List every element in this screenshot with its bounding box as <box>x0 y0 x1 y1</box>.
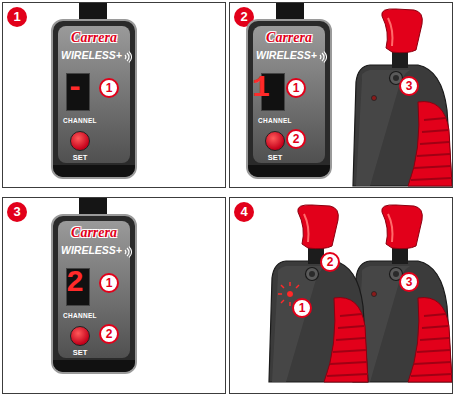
brand-logo: Carrera <box>248 30 330 46</box>
step-number: 1 <box>7 7 27 27</box>
wireless-waves <box>318 51 327 63</box>
brand-wordmark: WIRELESS+ <box>61 49 122 61</box>
set-button <box>70 131 90 151</box>
brand-logo: Carrera <box>53 225 135 241</box>
receiver-base <box>248 165 330 177</box>
callout-number: 2 <box>99 324 119 344</box>
set-button <box>265 131 285 151</box>
display-caption: CHANNEL <box>63 312 97 319</box>
wireless-waves <box>123 246 132 258</box>
display-digit: - <box>64 73 86 103</box>
brand-wordmark: WIRELESS+ <box>61 244 122 256</box>
callout-number: 1 <box>99 273 119 293</box>
set-button <box>70 326 90 346</box>
step-panel: 3CarreraWIRELESS+ CHANNEL SET <box>2 197 226 394</box>
button-caption: SET <box>65 348 95 357</box>
step-panel: 4 <box>229 197 453 394</box>
display-caption: CHANNEL <box>63 117 97 124</box>
callout-number: 2 <box>320 252 340 272</box>
receiver-base <box>53 165 135 177</box>
button-caption: SET <box>260 153 290 162</box>
brand-wordmark: WIRELESS+ <box>256 49 317 61</box>
callout-number: 3 <box>399 272 419 292</box>
display-digit: 2 <box>64 268 86 298</box>
display-digit: 1 <box>250 73 272 103</box>
callout-number: 1 <box>286 78 306 98</box>
display-caption: CHANNEL <box>258 117 292 124</box>
receiver-base <box>53 360 135 372</box>
step-number: 3 <box>7 202 27 222</box>
callout-number: 2 <box>286 129 306 149</box>
brand-logo: Carrera <box>53 30 135 46</box>
callout-number: 1 <box>99 78 119 98</box>
wireless-receiver: CarreraWIRELESS+ CHANNEL SET <box>51 19 137 179</box>
step-number: 4 <box>234 202 254 222</box>
wireless-waves <box>123 51 132 63</box>
callout-number: 1 <box>292 298 312 318</box>
button-caption: SET <box>65 153 95 162</box>
callout-number: 3 <box>399 76 419 96</box>
wireless-receiver: CarreraWIRELESS+ CHANNEL SET <box>51 214 137 374</box>
